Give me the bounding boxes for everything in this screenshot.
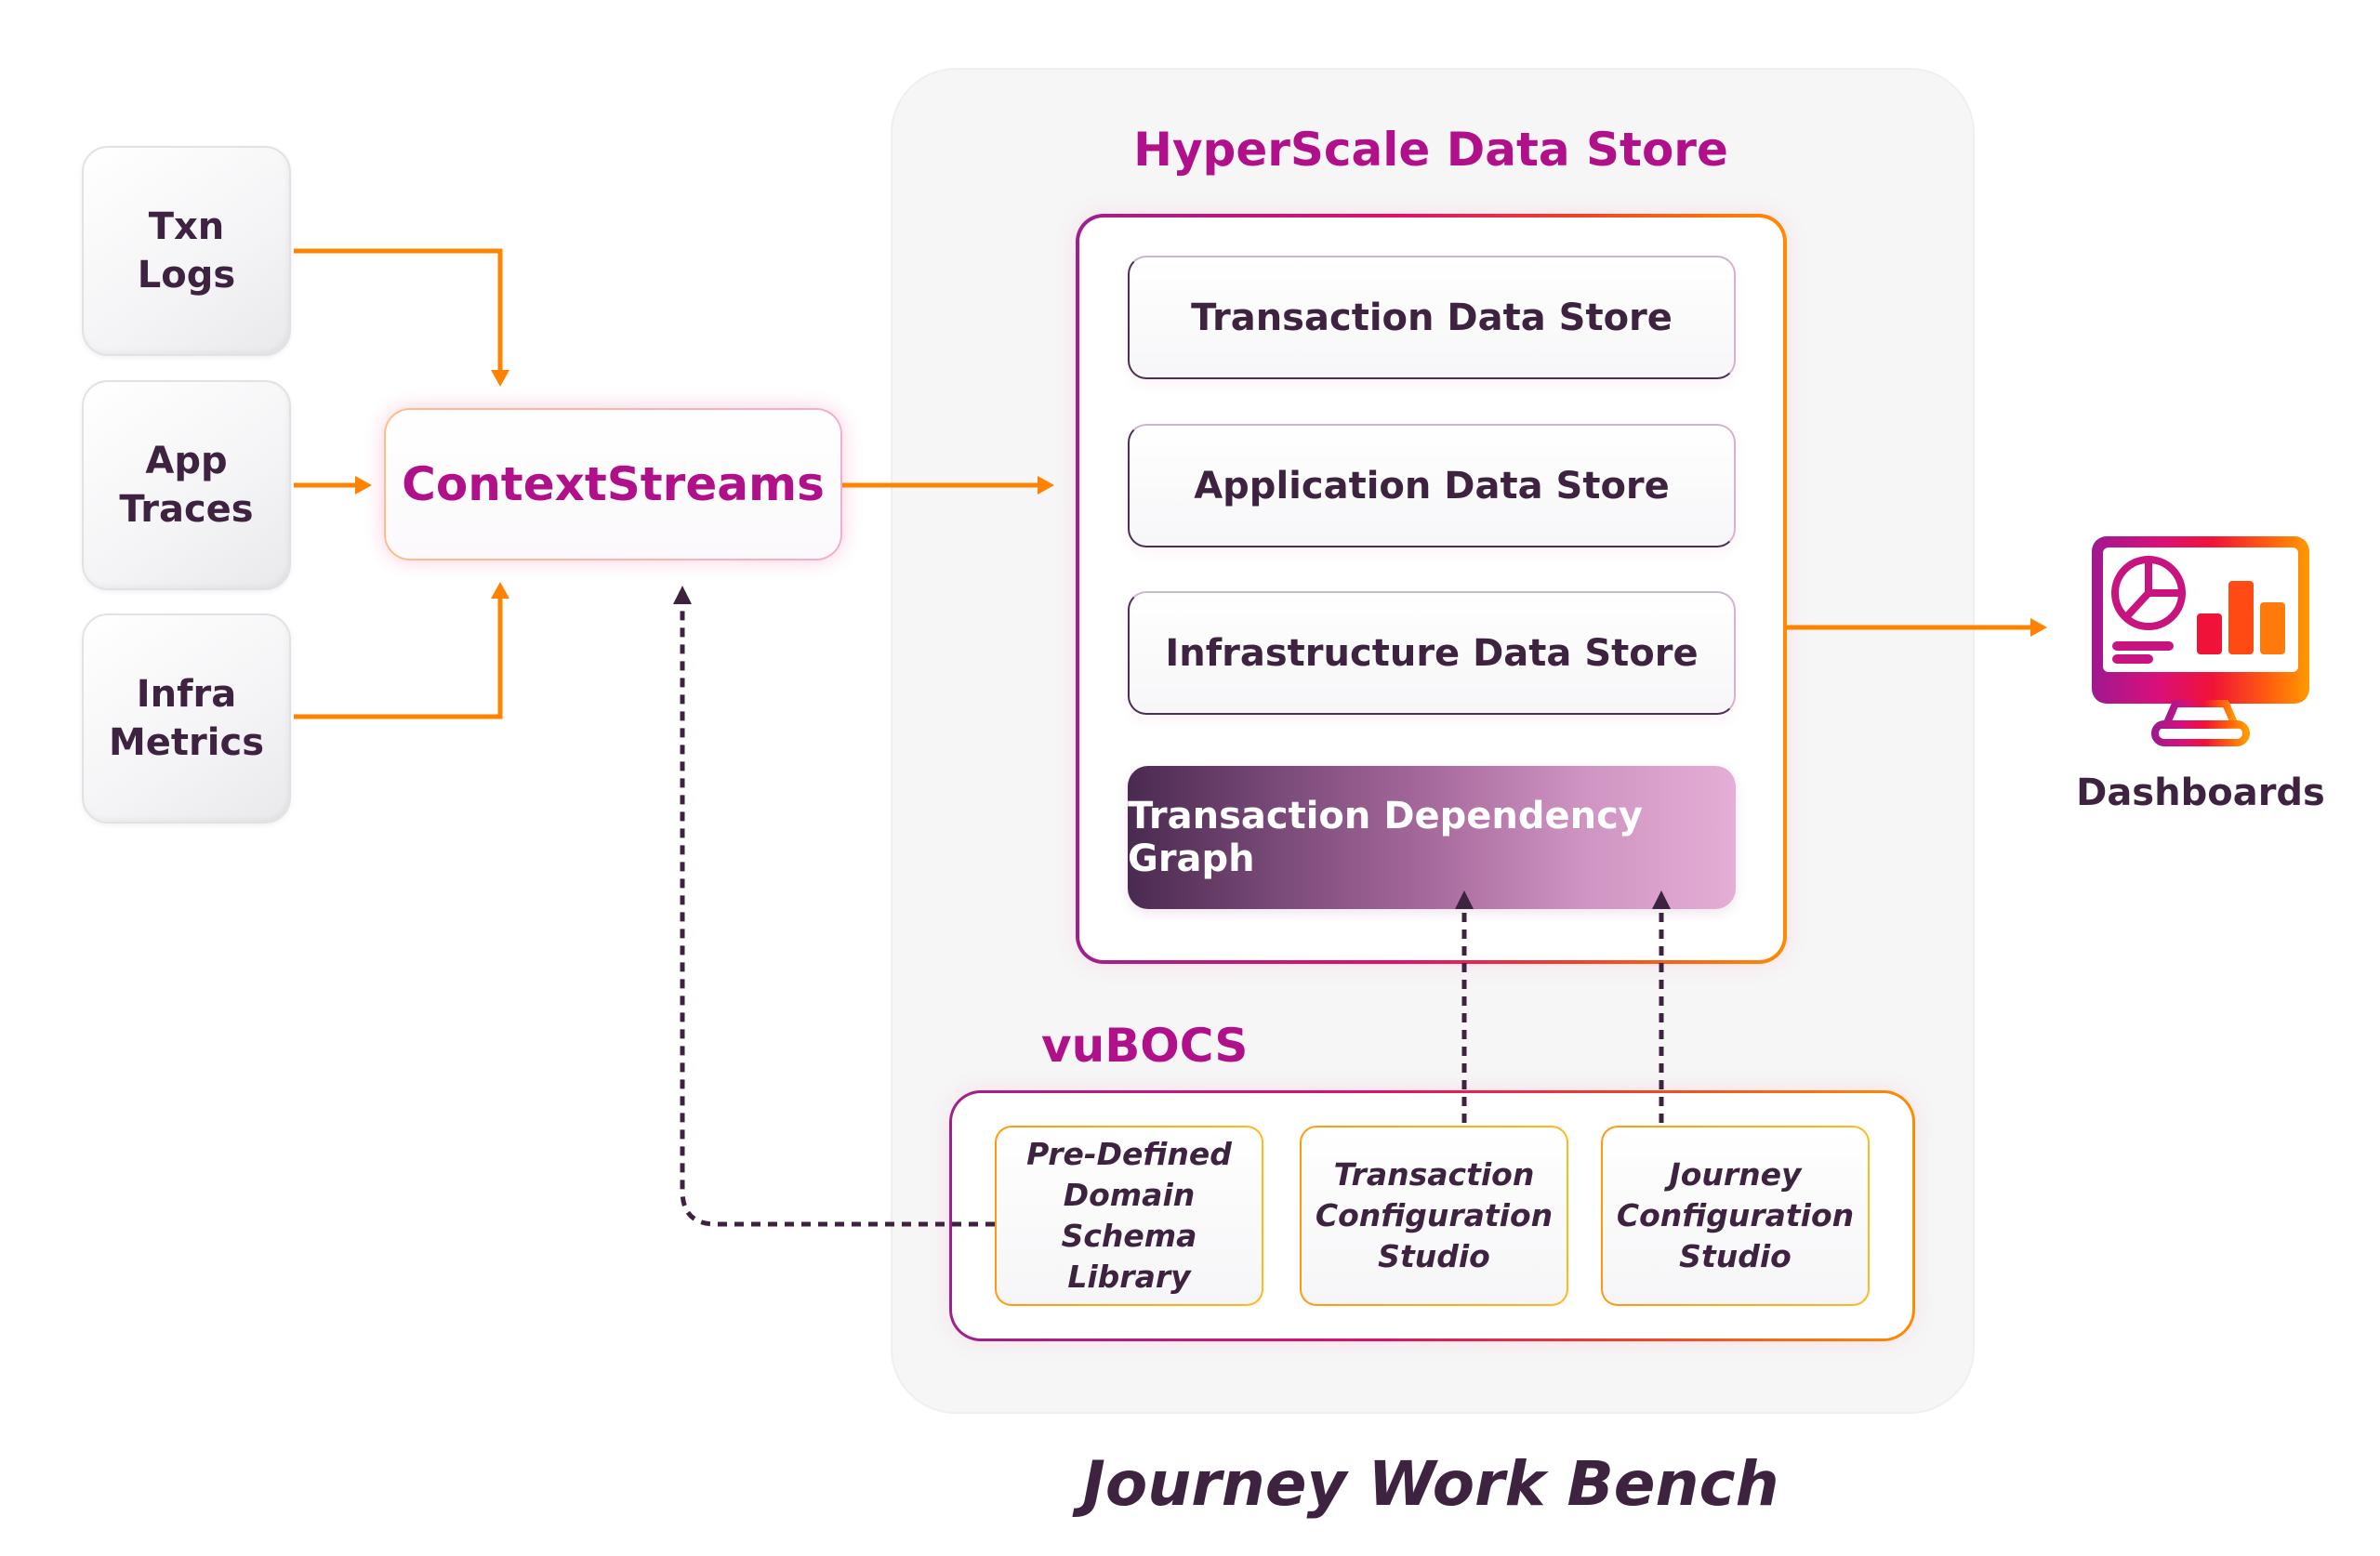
infrastructure-data-store[interactable]: Infrastructure Data Store bbox=[1128, 591, 1736, 715]
transaction-data-store[interactable]: Transaction Data Store bbox=[1128, 256, 1736, 379]
arrowhead-icon bbox=[355, 476, 372, 494]
arrowhead-icon bbox=[491, 582, 509, 599]
context-streams-node[interactable]: ContextStreams bbox=[384, 408, 842, 560]
journey-workbench-title: Journey Work Bench bbox=[1082, 1448, 1779, 1520]
module-line: Configuration bbox=[1616, 1197, 1855, 1233]
store-label: Infrastructure Data Store bbox=[1165, 631, 1699, 675]
source-txn-logs[interactable]: Txn Logs bbox=[82, 146, 291, 356]
source-label-line2: Metrics bbox=[108, 721, 264, 764]
arrowhead-icon bbox=[491, 370, 509, 387]
source-label-line1: Infra bbox=[136, 673, 237, 716]
module-line: Pre-Defined bbox=[1026, 1136, 1232, 1172]
module-domain-schema-library[interactable]: Pre-Defined Domain Schema Library bbox=[995, 1126, 1263, 1306]
arrow-txn-to-contextstreams bbox=[294, 248, 503, 372]
arrow-infra-to-contextstreams bbox=[294, 597, 503, 719]
dashboards-label: Dashboards bbox=[2076, 771, 2325, 814]
arrowhead-icon bbox=[1652, 890, 1671, 909]
source-label-line2: Traces bbox=[119, 488, 254, 531]
hyperscale-title: HyperScale Data Store bbox=[1133, 123, 1728, 177]
pie-chart-icon bbox=[2111, 556, 2186, 630]
module-transaction-configuration-studio[interactable]: Transaction Configuration Studio bbox=[1300, 1126, 1568, 1306]
dashed-schema-to-contextstreams bbox=[680, 602, 995, 1227]
source-app-traces[interactable]: App Traces bbox=[82, 380, 291, 590]
vubocs-title: vuBOCS bbox=[1041, 1019, 1249, 1073]
source-label-line2: Logs bbox=[137, 254, 236, 297]
module-journey-configuration-studio[interactable]: Journey Configuration Studio bbox=[1601, 1126, 1870, 1306]
monitor-dashboard-icon[interactable] bbox=[2092, 536, 2309, 746]
module-line: Journey bbox=[1669, 1156, 1802, 1193]
source-label-line1: Txn bbox=[148, 205, 225, 248]
module-line: Transaction bbox=[1333, 1156, 1535, 1193]
module-line: Domain Schema bbox=[1061, 1177, 1197, 1254]
source-infra-metrics[interactable]: Infra Metrics bbox=[82, 613, 291, 824]
module-line: Studio bbox=[1378, 1238, 1490, 1274]
arrowhead-icon bbox=[2030, 618, 2047, 637]
module-line: Studio bbox=[1679, 1238, 1792, 1274]
store-label: Application Data Store bbox=[1194, 464, 1670, 508]
arrowhead-icon bbox=[673, 586, 692, 604]
application-data-store[interactable]: Application Data Store bbox=[1128, 424, 1736, 547]
arrowhead-icon bbox=[1038, 476, 1054, 494]
bar-chart-icon bbox=[2197, 581, 2285, 654]
transaction-dependency-graph[interactable]: Transaction Dependency Graph bbox=[1128, 766, 1736, 909]
context-streams-label: ContextStreams bbox=[402, 457, 825, 511]
module-line: Library bbox=[1067, 1259, 1191, 1295]
source-label-line1: App bbox=[145, 440, 228, 482]
store-label: Transaction Data Store bbox=[1191, 296, 1673, 339]
arrowhead-icon bbox=[1455, 890, 1474, 909]
graph-label: Transaction Dependency Graph bbox=[1128, 795, 1643, 880]
module-line: Configuration bbox=[1315, 1197, 1554, 1233]
